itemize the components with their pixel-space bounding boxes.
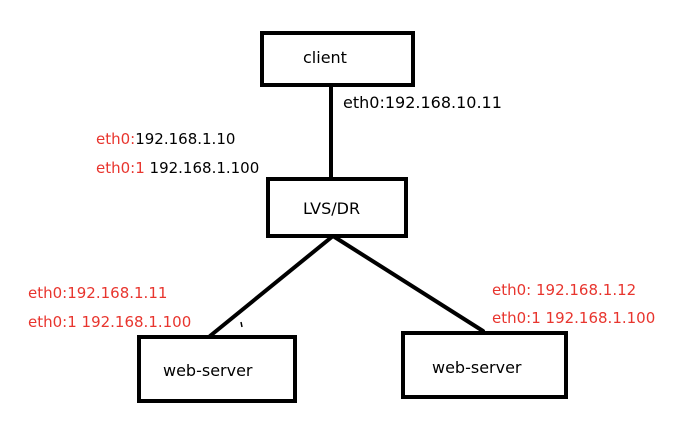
lvs-eth0-ip: 192.168.1.10 [135,130,236,148]
web-server-left-label: web-server [163,361,253,380]
web-right-eth01-address: eth0:1 192.168.1.100 [492,309,656,327]
stray-mark [240,321,243,328]
web-right-eth0-address: eth0: 192.168.1.12 [492,281,637,299]
web-left-eth01-address: eth0:1 192.168.1.100 [28,313,192,331]
client-eth0-address: eth0:192.168.10.11 [343,93,502,112]
client-label: client [303,48,347,67]
link-lvs-web-left [208,234,335,338]
lvs-dr-node: LVS/DR [266,177,408,238]
lvs-eth0-prefix: eth0: [96,130,136,148]
client-node: client [260,31,415,87]
lvs-eth01-ip: 192.168.1.100 [144,159,260,177]
lvs-eth0-address: eth0:192.168.1.10 [96,132,235,147]
lvs-dr-label: LVS/DR [303,199,361,218]
web-server-right-label: web-server [432,358,522,377]
lvs-eth01-prefix: eth0:1 [96,159,145,177]
lvs-eth01-address: eth0:1 192.168.1.100 [96,161,259,176]
web-server-right-node: web-server [401,331,568,399]
web-left-eth0-address: eth0:192.168.1.11 [28,284,168,302]
link-lvs-web-right [331,234,485,333]
web-server-left-node: web-server [137,335,297,403]
